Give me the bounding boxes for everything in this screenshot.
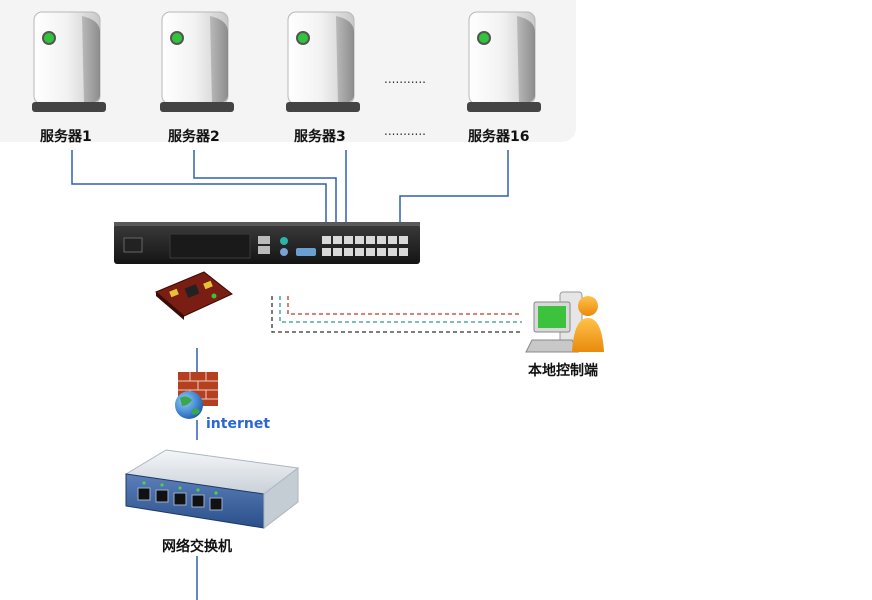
- console-links: [271, 296, 522, 333]
- pc-user-icon: [525, 291, 604, 353]
- server-links: [71, 150, 509, 236]
- server-label-3: 服务器3: [294, 129, 346, 145]
- network-switch-icon: [124, 449, 300, 530]
- ellipsis-bottom: ...........: [384, 124, 426, 138]
- server-tower-icon: [466, 11, 542, 113]
- internet-label: internet: [206, 416, 271, 432]
- globe-icon: [175, 391, 203, 419]
- server-label-1: 服务器1: [40, 129, 92, 145]
- ellipsis-top: ...........: [384, 72, 426, 86]
- circuit-board-icon: [155, 271, 233, 320]
- console-label: 本地控制端: [528, 363, 598, 379]
- switch-label: 网络交换机: [162, 539, 232, 555]
- server-label-16: 服务器16: [468, 129, 530, 145]
- kvm-switch-icon: [114, 222, 420, 264]
- server-label-2: 服务器2: [168, 129, 220, 145]
- server-tower-icon: [31, 11, 107, 113]
- server-tower-icon: [159, 11, 235, 113]
- server-tower-icon: [285, 11, 361, 113]
